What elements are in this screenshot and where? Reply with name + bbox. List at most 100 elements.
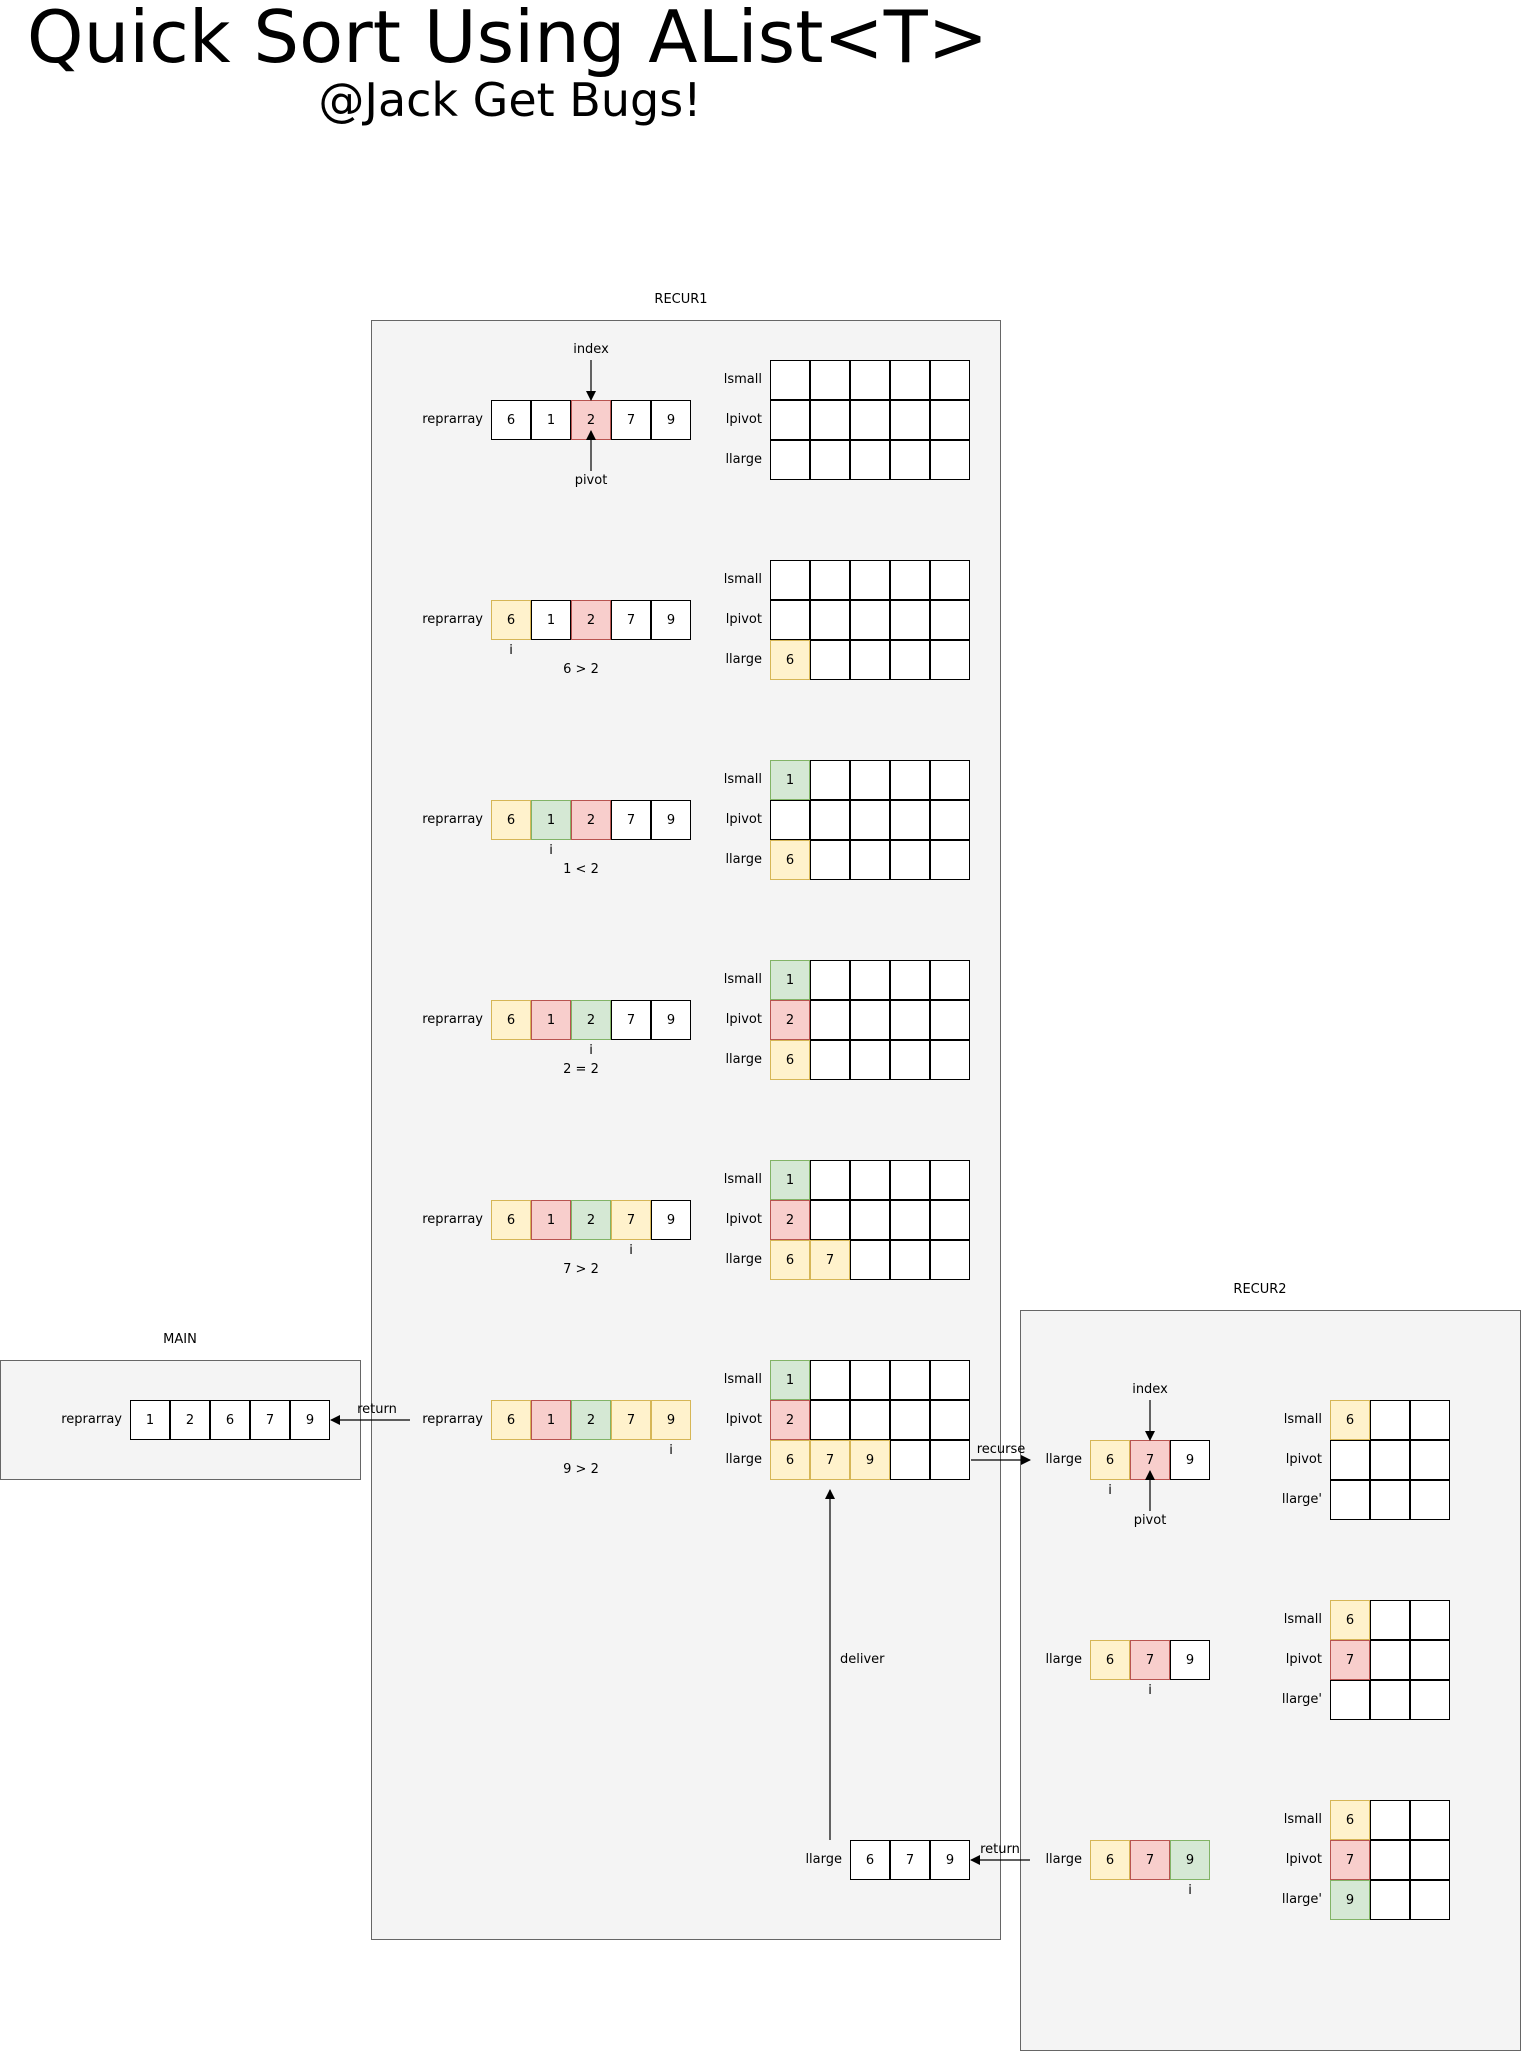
recur2-lsmall-cell: 6 [1330, 1400, 1370, 1440]
llarge-cell: 6 [770, 1440, 810, 1480]
recur2-llarge-cell: 7 [1130, 1840, 1170, 1880]
recur2-lpivot-label: lpivot [1285, 1852, 1322, 1867]
llarge-cell: 6 [770, 840, 810, 880]
diagram-subtitle: @Jack Get Bugs! [318, 73, 702, 127]
recur2-lpivot-cell [1410, 1640, 1450, 1680]
lsmall-cell [850, 960, 890, 1000]
recur2-lpivot-cell: 7 [1330, 1640, 1370, 1680]
lpivot-cell [890, 400, 930, 440]
reprarray-cell: 9 [651, 400, 691, 440]
recur2-llarge-cell: 9 [1170, 1440, 1210, 1480]
recur2-lpivot-cell [1370, 1640, 1410, 1680]
reprarray-cell: 1 [531, 1400, 571, 1440]
llarge-label: llarge [725, 1052, 762, 1067]
recur2-llarge-prime-cell [1410, 1880, 1450, 1920]
lpivot-cell [770, 400, 810, 440]
delivered-llarge-cell: 6 [850, 1840, 890, 1880]
lsmall-cell [810, 960, 850, 1000]
reprarray-cell: 2 [571, 1400, 611, 1440]
reprarray-cell: 9 [651, 1000, 691, 1040]
lpivot-label: lpivot [725, 1012, 762, 1027]
recur2-llarge-prime-cell [1410, 1680, 1450, 1720]
lpivot-cell [810, 1200, 850, 1240]
i-pointer-label: i [549, 843, 553, 858]
lsmall-cell: 1 [770, 1160, 810, 1200]
lpivot-cell [930, 1000, 970, 1040]
lsmall-cell: 1 [770, 760, 810, 800]
recur2-llarge-cell: 9 [1170, 1840, 1210, 1880]
recur2-lsmall-label: lsmall [1283, 1412, 1322, 1427]
reprarray-cell: 7 [611, 800, 651, 840]
recur2-lsmall-cell [1370, 1400, 1410, 1440]
recur2-llarge-prime-cell [1410, 1480, 1450, 1520]
llarge-label: llarge [725, 1452, 762, 1467]
comparison-label: 6 > 2 [563, 662, 599, 677]
llarge-cell [850, 1040, 890, 1080]
lsmall-cell [890, 360, 930, 400]
lsmall-label: lsmall [723, 772, 762, 787]
i-pointer-label: i [589, 1043, 593, 1058]
recur2-llarge-prime-label: llarge' [1281, 1892, 1322, 1907]
lsmall-label: lsmall [723, 1372, 762, 1387]
recur2-i-pointer-label: i [1148, 1683, 1152, 1698]
recur2-llarge-prime-cell [1330, 1480, 1370, 1520]
reprarray-cell: 9 [651, 1200, 691, 1240]
recur2-i-pointer-label: i [1188, 1883, 1192, 1898]
llarge-cell [850, 440, 890, 480]
llarge-cell [850, 840, 890, 880]
lpivot-cell [850, 1400, 890, 1440]
comparison-label: 9 > 2 [563, 1462, 599, 1477]
lpivot-cell [850, 600, 890, 640]
lpivot-cell [850, 1000, 890, 1040]
recur2-lsmall-cell [1370, 1600, 1410, 1640]
llarge-cell [770, 440, 810, 480]
recur2-lpivot-cell [1410, 1840, 1450, 1880]
pivot-label: pivot [574, 473, 608, 488]
reprarray-cell: 7 [611, 1000, 651, 1040]
lsmall-cell [930, 1160, 970, 1200]
lpivot-cell: 2 [770, 1400, 810, 1440]
recur2-lsmall-label: lsmall [1283, 1612, 1322, 1627]
llarge-cell [930, 1240, 970, 1280]
reprarray-label: reprarray [422, 1012, 483, 1027]
llarge-cell [930, 1440, 970, 1480]
lsmall-cell [890, 960, 930, 1000]
delivered-llarge-cell: 9 [930, 1840, 970, 1880]
lsmall-cell [770, 560, 810, 600]
lsmall-cell [890, 560, 930, 600]
main-array-cell: 9 [290, 1400, 330, 1440]
lpivot-cell [850, 400, 890, 440]
lsmall-cell [810, 360, 850, 400]
reprarray-cell: 6 [491, 1400, 531, 1440]
lsmall-cell [930, 1360, 970, 1400]
lpivot-label: lpivot [725, 812, 762, 827]
reprarray-label: reprarray [422, 1212, 483, 1227]
i-pointer-label: i [629, 1243, 633, 1258]
recur2-llarge-cell: 9 [1170, 1640, 1210, 1680]
recur2-lpivot-cell [1370, 1440, 1410, 1480]
lpivot-cell [850, 1200, 890, 1240]
diagram-title: Quick Sort Using AList<T> [26, 0, 989, 79]
lsmall-cell [890, 1160, 930, 1200]
delivered-llarge-cell: 7 [890, 1840, 930, 1880]
reprarray-cell: 2 [571, 1000, 611, 1040]
llarge-cell [890, 840, 930, 880]
recur2-lsmall-cell [1370, 1800, 1410, 1840]
lpivot-cell [930, 800, 970, 840]
recur2-lsmall-cell: 6 [1330, 1600, 1370, 1640]
reprarray-cell: 1 [531, 400, 571, 440]
recur2-lpivot-cell [1330, 1440, 1370, 1480]
index-label: index [573, 342, 609, 357]
llarge-cell [810, 640, 850, 680]
comparison-label: 1 < 2 [563, 862, 599, 877]
recur2-pivot-label: pivot [1133, 1513, 1167, 1528]
lpivot-cell [770, 800, 810, 840]
lsmall-cell [890, 760, 930, 800]
return-recur2-label: return [980, 1842, 1020, 1857]
recur2-lsmall-cell [1410, 1800, 1450, 1840]
lsmall-cell [930, 960, 970, 1000]
recur2-llarge-prime-cell [1370, 1480, 1410, 1520]
lpivot-cell [890, 1200, 930, 1240]
llarge-cell: 9 [850, 1440, 890, 1480]
